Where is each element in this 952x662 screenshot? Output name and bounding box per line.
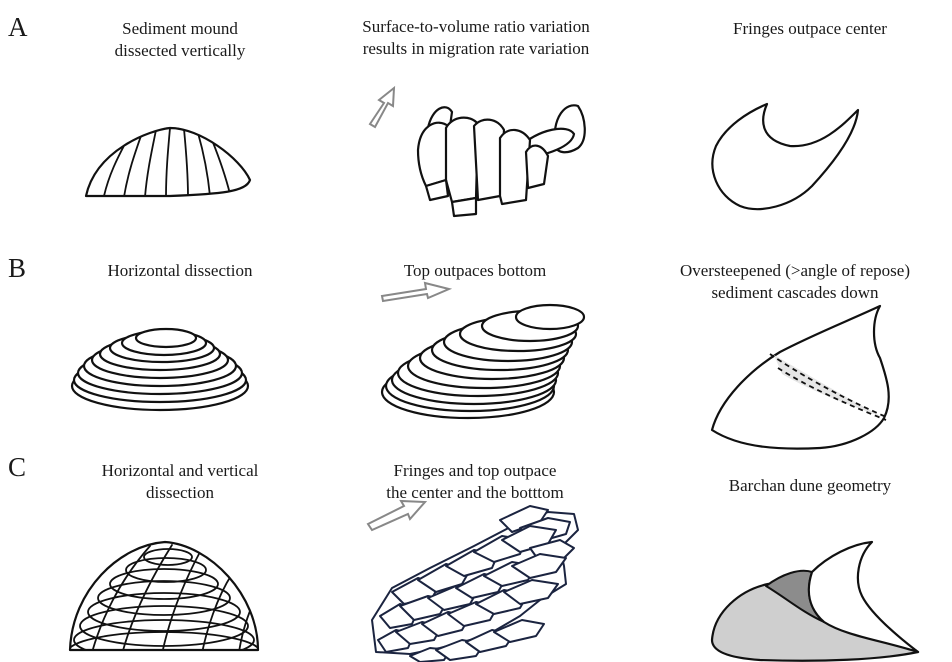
crescent-fringes-outpace <box>712 104 858 209</box>
mound-vertical-dissection <box>86 128 250 197</box>
migration-arrow-b <box>382 283 449 301</box>
migration-arrow-a <box>370 88 394 127</box>
dome-horizontal-dissection <box>72 329 248 410</box>
barchan-dune <box>712 542 918 661</box>
migration-arrow-c <box>368 501 425 530</box>
vertical-slabs-migrating <box>418 105 585 216</box>
dome-horizontal-vertical-dissection <box>68 542 260 662</box>
oversteepened-dune <box>712 306 889 449</box>
fragmented-chunks <box>372 506 578 662</box>
stacked-disks-offset <box>382 305 584 418</box>
